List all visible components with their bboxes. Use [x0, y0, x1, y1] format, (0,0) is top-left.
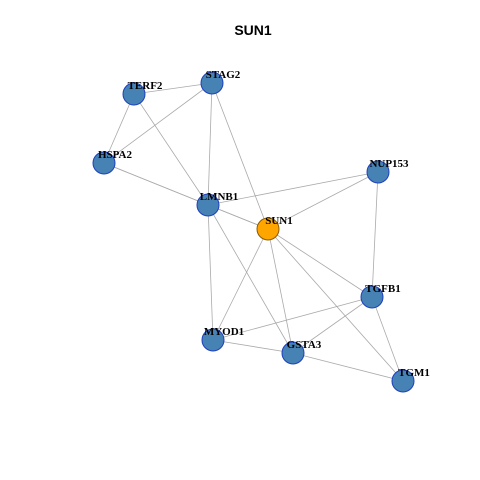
- edges-layer: [103, 82, 404, 382]
- edge-nup153-sun1: [267, 171, 379, 230]
- edge-tgfb1-tgm1: [371, 296, 404, 382]
- node-sun1: SUN1: [256, 215, 293, 241]
- edge-lmnb1-nup153: [207, 171, 379, 206]
- edge-sun1-tgm1: [267, 228, 404, 382]
- edge-lmnb1-myod1: [207, 204, 214, 341]
- node-circle: [366, 160, 390, 184]
- node-label: STAG2: [206, 69, 241, 81]
- edge-gsta3-tgm1: [292, 352, 404, 382]
- node-gsta3: GSTA3: [281, 339, 322, 365]
- node-label: TGM1: [398, 367, 430, 379]
- edge-terf2-lmnb1: [133, 93, 209, 206]
- node-label: TERF2: [128, 80, 163, 92]
- node-stag2: STAG2: [200, 69, 241, 95]
- node-label: LMNB1: [200, 191, 239, 203]
- node-tgfb1: TGFB1: [360, 283, 401, 309]
- edge-stag2-hspa2: [103, 82, 213, 164]
- node-circle: [122, 82, 146, 106]
- edge-tgfb1-myod1: [212, 296, 373, 341]
- node-circle: [200, 71, 224, 95]
- edge-terf2-hspa2: [103, 93, 135, 164]
- edge-nup153-tgfb1: [371, 171, 379, 298]
- nodes-layer: TERF2 STAG2HSPA2NUP153LMNB1SUN1TGFB1MYOD1…: [92, 69, 430, 393]
- node-label: SUN1: [265, 215, 293, 227]
- node-label: GSTA3: [287, 339, 322, 351]
- node-tgm1: TGM1: [391, 367, 430, 393]
- edge-tgfb1-gsta3: [292, 296, 373, 354]
- edge-lmnb1-gsta3: [207, 204, 294, 354]
- node-circle: [360, 285, 384, 309]
- edge-terf2-stag2: [133, 82, 213, 95]
- node-circle: [391, 369, 415, 393]
- edge-sun1-tgfb1: [267, 228, 373, 298]
- node-label: MYOD1: [204, 326, 244, 338]
- edge-stag2-sun1: [211, 82, 269, 230]
- node-circle: [196, 193, 220, 217]
- node-terf2: TERF2: [122, 80, 163, 106]
- node-label: HSPA2: [98, 149, 133, 161]
- node-circle: [92, 151, 116, 175]
- edge-sun1-myod1: [212, 228, 269, 341]
- edge-sun1-gsta3: [267, 228, 294, 354]
- diagram-title: SUN1: [234, 22, 272, 38]
- node-hspa2: HSPA2: [92, 149, 133, 175]
- node-circle: [256, 217, 280, 241]
- edge-stag2-lmnb1: [207, 82, 213, 206]
- node-label: TGFB1: [365, 283, 400, 295]
- node-circle: [201, 328, 225, 352]
- node-lmnb1: LMNB1: [196, 191, 239, 217]
- node-circle: [281, 341, 305, 365]
- node-myod1: MYOD1: [201, 326, 244, 352]
- edge-myod1-gsta3: [212, 339, 294, 354]
- node-label: NUP153: [369, 158, 409, 170]
- node-nup153: NUP153: [366, 158, 409, 184]
